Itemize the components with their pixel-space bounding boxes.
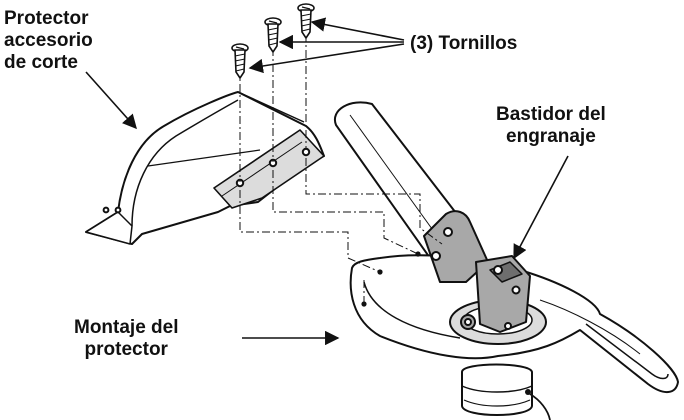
gear-head-screw [493, 265, 503, 275]
shield-crease-line [147, 149, 261, 167]
callout-line: protector [84, 339, 168, 360]
alignment-lines [239, 34, 443, 304]
mount-hole [415, 251, 421, 257]
spool-head [461, 363, 533, 416]
shield-mount-flange [213, 129, 325, 209]
alignment-line [305, 158, 443, 245]
screw-icon [297, 3, 315, 40]
leader-arrows [85, 17, 569, 346]
arrow-icon [310, 17, 405, 41]
flange-hole [268, 158, 278, 168]
shield-flange-edge [221, 141, 303, 197]
screw-group [231, 3, 315, 80]
shield-mount-inner-curve [363, 281, 461, 339]
shield-top-ridge [237, 91, 305, 123]
mount-side-bolt-core [464, 318, 472, 326]
callout-line: Protector [4, 8, 89, 29]
shield-inner-curve [131, 99, 239, 227]
alignment-line [272, 170, 419, 255]
callout-cutting-attachment-shield: Protector accesorio de corte [4, 8, 93, 74]
callout-line: (3) Tornillos [410, 33, 518, 54]
gear-head-screw [504, 322, 512, 330]
callout-gear-housing: Bastidor del engranaje [496, 104, 606, 148]
flange-hole [235, 178, 245, 188]
callout-line: Bastidor del [496, 104, 606, 125]
trimmer-line [529, 393, 551, 420]
shield-mount-arm-detail [585, 323, 669, 380]
callout-screws: (3) Tornillos [410, 33, 517, 55]
shaft-tube [333, 101, 467, 259]
trimmer-head-assembly [333, 101, 679, 420]
shield-side-hole [102, 206, 110, 214]
callout-shield-mount: Montaje del protector [74, 317, 179, 361]
gear-head-screw [511, 285, 521, 295]
screw-icon [231, 43, 249, 80]
callout-line: Montaje del [74, 317, 179, 338]
callout-line: de corte [4, 52, 78, 73]
callout-line: accesorio [4, 30, 93, 51]
shaft-tube-highlight [349, 114, 441, 241]
callout-line: engranaje [506, 126, 596, 147]
shield-mount-arm-ridge [539, 299, 641, 355]
clamp-bolt [431, 251, 441, 261]
spool-head-rim [463, 399, 531, 407]
clamp-bolt [443, 227, 453, 237]
arrow-icon [248, 43, 405, 74]
arrow-icon [85, 71, 137, 130]
trimmer-line-eyelet [525, 389, 531, 395]
arrow-icon [513, 155, 569, 260]
alignment-line [239, 190, 381, 273]
shield-side-hole [114, 206, 122, 214]
screw-icon [264, 17, 282, 54]
spool-head-rim [461, 385, 533, 393]
cutting-attachment-shield [85, 91, 325, 245]
